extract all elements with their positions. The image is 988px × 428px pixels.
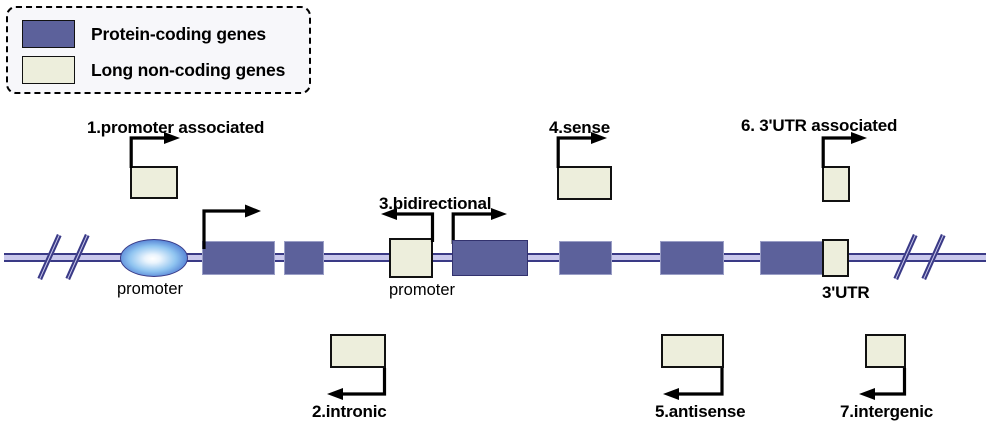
category-label-1-promoter-associated: 1.promoter associated [87, 118, 265, 137]
promoter-label-left: promoter [117, 280, 184, 298]
legend-item-protein-coding: Protein-coding genes [22, 20, 266, 48]
lncrna-box-intergenic [865, 334, 906, 368]
category-label-5-antisense: 5.antisense [655, 402, 746, 421]
lncrna-arrow-left-icon-3 [381, 208, 435, 242]
exon-box [660, 241, 724, 275]
lncrna-arrow-right-icon-1 [129, 132, 180, 168]
exon-box [284, 241, 324, 275]
exon-box [202, 241, 275, 275]
three-prime-utr-segment [822, 239, 849, 277]
utr-label: 3'UTR [822, 283, 870, 302]
genome-backbone-left [4, 253, 132, 262]
category-label-7-intergenic: 7.intergenic [840, 402, 934, 421]
exon-box [559, 241, 612, 275]
lncrna-arrow-right-icon-6 [821, 132, 867, 168]
lncrna-box-antisense [661, 334, 724, 368]
promoter-ellipse-icon [120, 239, 188, 277]
long-non-coding-swatch [22, 56, 75, 84]
promoter-label-bidirectional: promoter [389, 281, 456, 299]
lncrna-box-utr-associated [822, 166, 850, 202]
genome-backbone-right [900, 253, 986, 262]
exon-box-terminal [760, 241, 826, 275]
exon-box [452, 240, 528, 276]
category-label-6-utr-associated: 6. 3'UTR associated [741, 116, 898, 135]
lncrna-box-promoter-associated [130, 166, 178, 199]
lncrna-box-intronic [330, 334, 386, 368]
protein-coding-swatch [22, 20, 75, 48]
legend-item-long-non-coding: Long non-coding genes [22, 56, 285, 84]
lncrna-box-sense [557, 166, 612, 200]
lncrna-arrow-left-icon-7 [859, 368, 907, 400]
lncrna-box-bidirectional [389, 238, 433, 278]
category-label-4-sense: 4.sense [549, 118, 610, 137]
lncrna-arrow-left-icon-2 [327, 368, 387, 400]
category-label-2-intronic: 2.intronic [312, 402, 387, 421]
legend-label-protein-coding: Protein-coding genes [91, 23, 266, 44]
legend-label-long-non-coding: Long non-coding genes [91, 59, 286, 80]
legend: Protein-coding genes Long non-coding gen… [6, 6, 311, 94]
transcription-arrow-right-icon-bidirectional [451, 208, 507, 244]
lncrna-arrow-left-icon-5 [663, 368, 724, 400]
category-label-3-bidirectional: 3.bidirectional [379, 194, 492, 213]
transcription-arrow-right-icon [202, 204, 261, 249]
lncrna-arrow-right-icon-4 [556, 132, 607, 168]
